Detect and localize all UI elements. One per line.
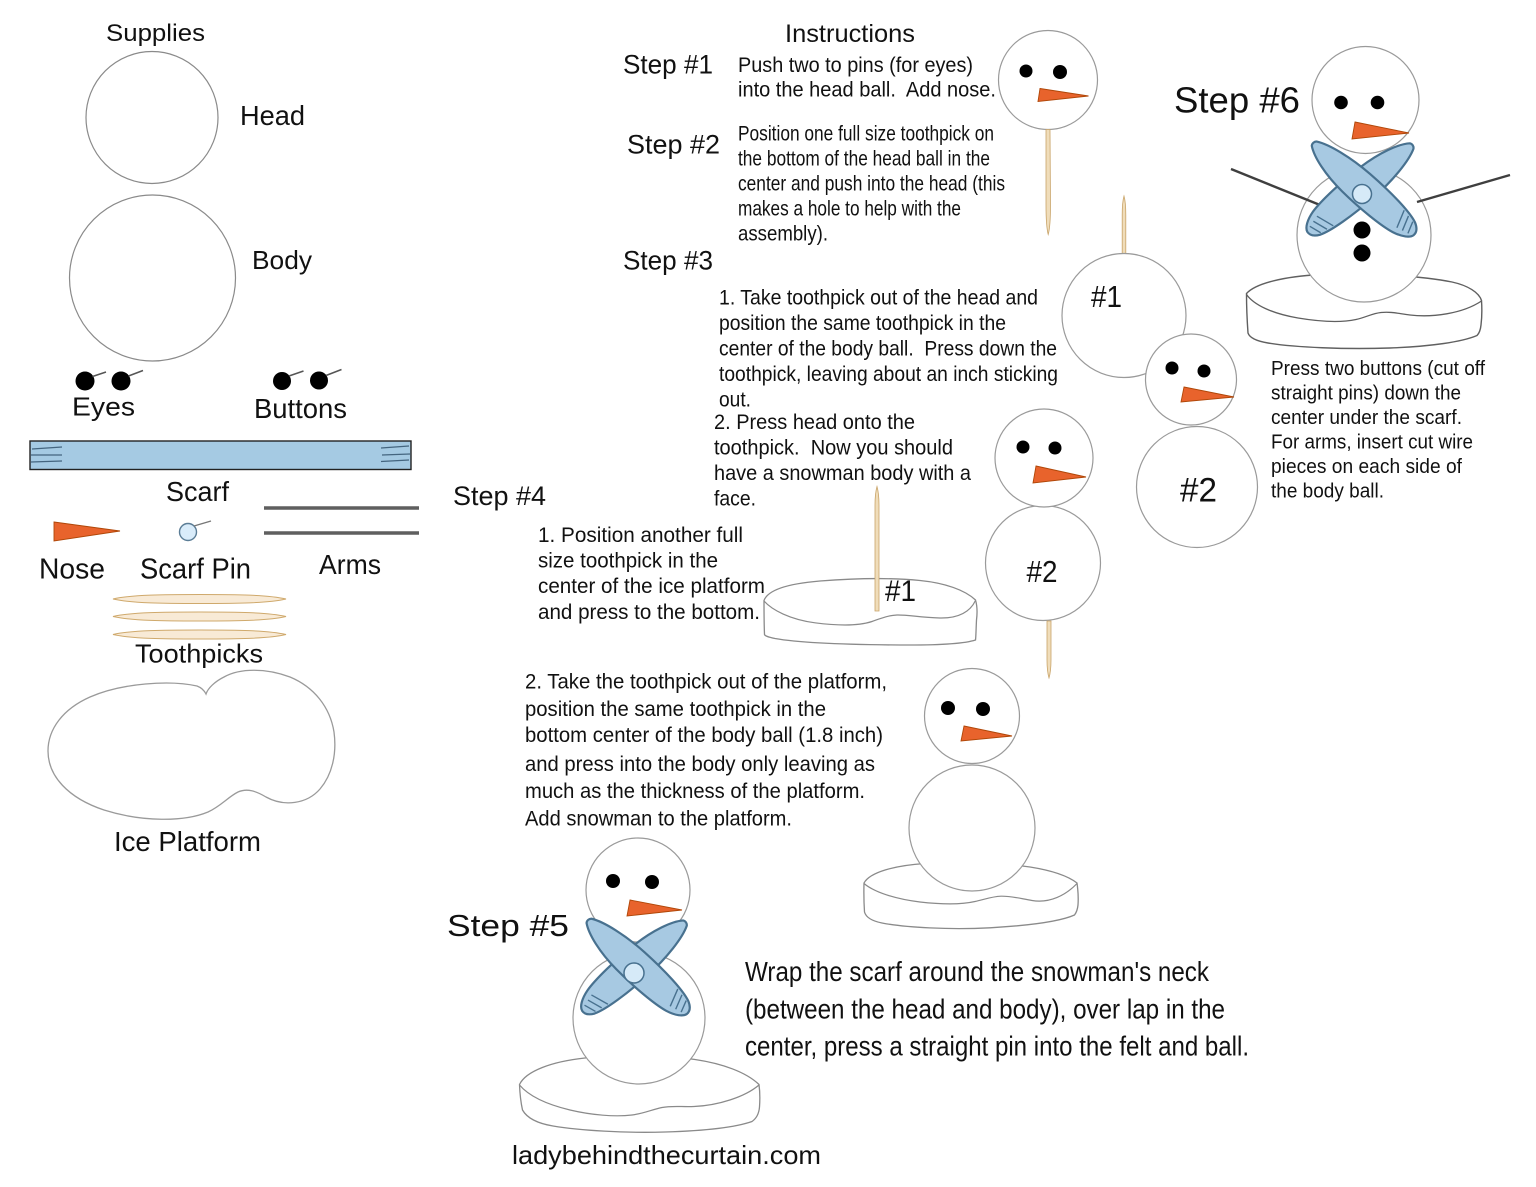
svg-text:Add snowman to the platform.: Add snowman to the platform.: [525, 807, 792, 830]
svg-text:Instructions: Instructions: [785, 20, 915, 48]
svg-text:size toothpick in the: size toothpick in the: [538, 550, 718, 573]
svg-text:#1: #1: [1091, 279, 1122, 314]
svg-text:and press to the bottom.: and press to the bottom.: [538, 601, 760, 624]
svg-text:Push two to pins (for eyes): Push two to pins (for eyes): [738, 54, 973, 77]
svg-text:1. Take toothpick out of the h: 1. Take toothpick out of the head and: [719, 287, 1038, 310]
svg-text:Scarf Pin: Scarf Pin: [140, 554, 251, 586]
svg-text:face.: face.: [714, 488, 756, 511]
svg-text:Eyes: Eyes: [72, 392, 135, 422]
svg-text:2. Press head onto the: 2. Press head onto the: [714, 411, 915, 434]
svg-text:#2: #2: [1027, 554, 1058, 589]
svg-text:center of the body ball. Pres: center of the body ball. Press down the: [719, 338, 1057, 361]
svg-text:Step #2: Step #2: [627, 130, 720, 160]
svg-text:Step #3: Step #3: [623, 246, 713, 276]
svg-text:much as the thickness of the p: much as the thickness of the platform.: [525, 780, 865, 803]
svg-text:the bottom of the head ball in: the bottom of the head ball in the: [738, 148, 990, 171]
svg-text:the body ball.: the body ball.: [1271, 481, 1384, 503]
svg-text:have a snowman body with a: have a snowman body with a: [714, 462, 971, 485]
svg-text:Head: Head: [240, 100, 305, 131]
svg-text:center and push into the head: center and push into the head (this: [738, 173, 1005, 196]
svg-text:2. Take the toothpick out of t: 2. Take the toothpick out of the platfor…: [525, 671, 887, 694]
svg-text:Buttons: Buttons: [254, 393, 347, 424]
svg-text:center, press a straight pin i: center, press a straight pin into the fe…: [745, 1030, 1249, 1061]
svg-text:toothpick, leaving about an in: toothpick, leaving about an inch stickin…: [719, 363, 1058, 386]
svg-text:bottom center of the body ball: bottom center of the body ball (1.8 inch…: [525, 724, 883, 747]
svg-text:makes a hole to help with the: makes a hole to help with the: [738, 198, 961, 221]
svg-text:Body: Body: [252, 245, 312, 275]
svg-text:toothpick. Now you should: toothpick. Now you should: [714, 437, 953, 460]
svg-text:#1: #1: [885, 575, 916, 608]
svg-text:assembly).: assembly).: [738, 223, 828, 246]
svg-text:(between the head and body), o: (between the head and body), over lap in…: [745, 994, 1225, 1025]
svg-text:into the head ball. Add nose.: into the head ball. Add nose.: [738, 79, 996, 102]
svg-text:position the same toothpick in: position the same toothpick in the: [719, 312, 1006, 335]
svg-text:center of the ice platform: center of the ice platform: [538, 575, 765, 598]
svg-text:Toothpicks: Toothpicks: [135, 639, 263, 669]
svg-text:1. Position another full: 1. Position another full: [538, 524, 743, 547]
svg-text:position the same toothpick in: position the same toothpick in the: [525, 698, 826, 721]
svg-text:Supplies: Supplies: [106, 20, 205, 47]
svg-text:Arms: Arms: [319, 549, 381, 580]
svg-text:center under the scarf.: center under the scarf.: [1271, 407, 1462, 429]
svg-text:For arms, insert cut wire: For arms, insert cut wire: [1271, 432, 1473, 454]
svg-text:Step #4: Step #4: [453, 481, 546, 511]
svg-text:Step #6: Step #6: [1174, 80, 1300, 121]
svg-text:Step #5: Step #5: [447, 908, 569, 943]
svg-text:out.: out.: [719, 389, 751, 412]
svg-text:Press two buttons (cut off: Press two buttons (cut off: [1271, 358, 1485, 380]
svg-text:#2: #2: [1180, 472, 1217, 510]
svg-text:Position one full size toothpi: Position one full size toothpick on: [738, 123, 994, 146]
svg-text:straight pins) down the: straight pins) down the: [1271, 383, 1461, 405]
svg-text:Step #1: Step #1: [623, 50, 713, 80]
svg-text:Scarf: Scarf: [166, 476, 229, 507]
svg-text:and press into the body only l: and press into the body only leaving as: [525, 753, 875, 776]
svg-text:Wrap the scarf around the snow: Wrap the scarf around the snowman's neck: [745, 956, 1210, 987]
svg-text:Ice Platform: Ice Platform: [114, 826, 261, 857]
svg-text:Nose: Nose: [39, 554, 105, 586]
svg-text:ladybehindthecurtain.com: ladybehindthecurtain.com: [512, 1140, 821, 1170]
svg-text:pieces on each side of: pieces on each side of: [1271, 456, 1462, 478]
